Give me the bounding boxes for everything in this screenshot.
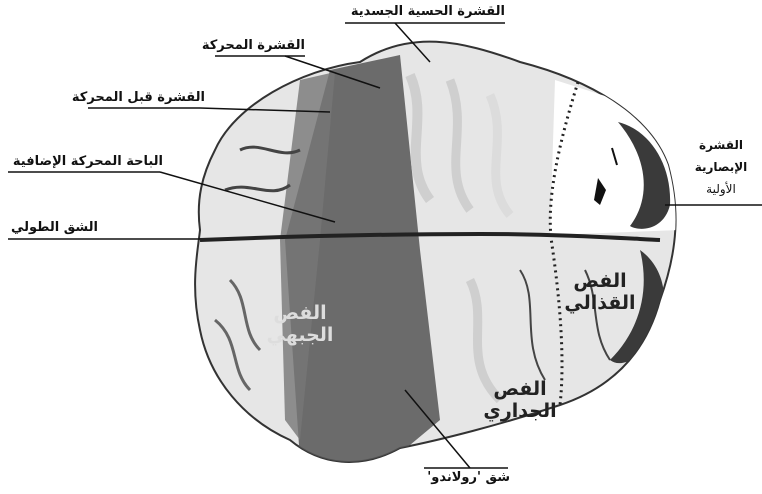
frontal-line-2: الجبهي: [255, 324, 345, 346]
parietal-lobe-label: الفص الجداري: [470, 378, 570, 422]
occipital-lobe-label: الفص القذالي: [555, 270, 645, 314]
occipital-line-1: الفص: [555, 270, 645, 292]
premotor-cortex-label: القشرة قبل المحركة: [85, 90, 205, 105]
visual-line-1: القشرة: [682, 134, 760, 156]
longitudinal-fissure-label: الشق الطولي: [8, 220, 98, 235]
visual-line-2: الإبصارية: [682, 156, 760, 178]
primary-visual-cortex-label: القشرة الإبصارية الأولية: [682, 134, 760, 200]
brain-illustration: [195, 42, 680, 470]
frontal-lobe-label: الفص الجبهي: [255, 302, 345, 346]
motor-cortex-label: القشرة المحركة: [210, 38, 305, 53]
parietal-line-1: الفص: [470, 378, 570, 400]
supplementary-motor-area-label: الباحة المحركة الإضافية: [8, 154, 163, 169]
rolandic-fissure-label: شق 'رولاندو': [420, 470, 510, 485]
parietal-line-2: الجداري: [470, 400, 570, 422]
visual-line-3: الأولية: [682, 178, 760, 200]
frontal-line-1: الفص: [255, 302, 345, 324]
occipital-line-2: القذالي: [555, 292, 645, 314]
somatosensory-cortex-label: القشرة الحسية الجسدية: [345, 4, 505, 19]
